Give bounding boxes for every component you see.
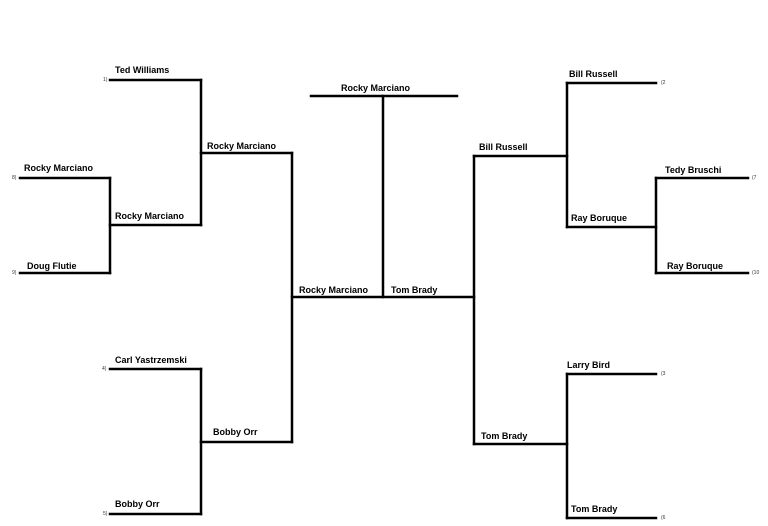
team-carl-yastrzemski: Carl Yastrzemski bbox=[115, 355, 187, 365]
seed-tedy-bruschi: (7 bbox=[752, 175, 757, 181]
seed-bill-russell: (2 bbox=[661, 80, 666, 86]
team-rocky-marciano-r1: Rocky Marciano bbox=[24, 163, 94, 173]
seed-carl-yastrzemski: 4) bbox=[102, 366, 107, 372]
team-bill-russell-r1: Bill Russell bbox=[569, 69, 618, 79]
left-r3-winner-bottom: Bobby Orr bbox=[213, 427, 258, 437]
right-semi-winner: Tom Brady bbox=[391, 285, 438, 295]
seed-ray-boruque: (10 bbox=[752, 270, 760, 276]
seed-doug-flutie: 9) bbox=[12, 270, 17, 276]
team-bobby-orr-r1: Bobby Orr bbox=[115, 499, 160, 509]
seed-ted-williams: 1) bbox=[103, 77, 108, 83]
team-larry-bird: Larry Bird bbox=[567, 360, 611, 370]
team-doug-flutie: Doug Flutie bbox=[27, 261, 77, 271]
seed-tom-brady: (6 bbox=[661, 515, 666, 521]
team-tom-brady-r1: Tom Brady bbox=[571, 504, 618, 514]
seed-larry-bird: (3 bbox=[661, 371, 666, 377]
seed-rocky-marciano-r1: 8) bbox=[12, 175, 17, 181]
left-r3-winner-top: Rocky Marciano bbox=[207, 141, 277, 151]
right-r2-winner: Ray Boruque bbox=[571, 213, 628, 223]
team-ted-williams: Ted Williams bbox=[115, 65, 170, 75]
left-r2-winner: Rocky Marciano bbox=[115, 211, 185, 221]
seed-bobby-orr: 5) bbox=[103, 511, 108, 517]
right-r3-winner-bottom: Tom Brady bbox=[481, 431, 528, 441]
champion-name: Rocky Marciano bbox=[341, 83, 411, 93]
left-semi-winner: Rocky Marciano bbox=[299, 285, 369, 295]
team-ray-boruque-r1: Ray Boruque bbox=[667, 261, 724, 271]
right-r3-winner-top: Bill Russell bbox=[479, 142, 528, 152]
team-tedy-bruschi: Tedy Bruschi bbox=[665, 165, 722, 175]
